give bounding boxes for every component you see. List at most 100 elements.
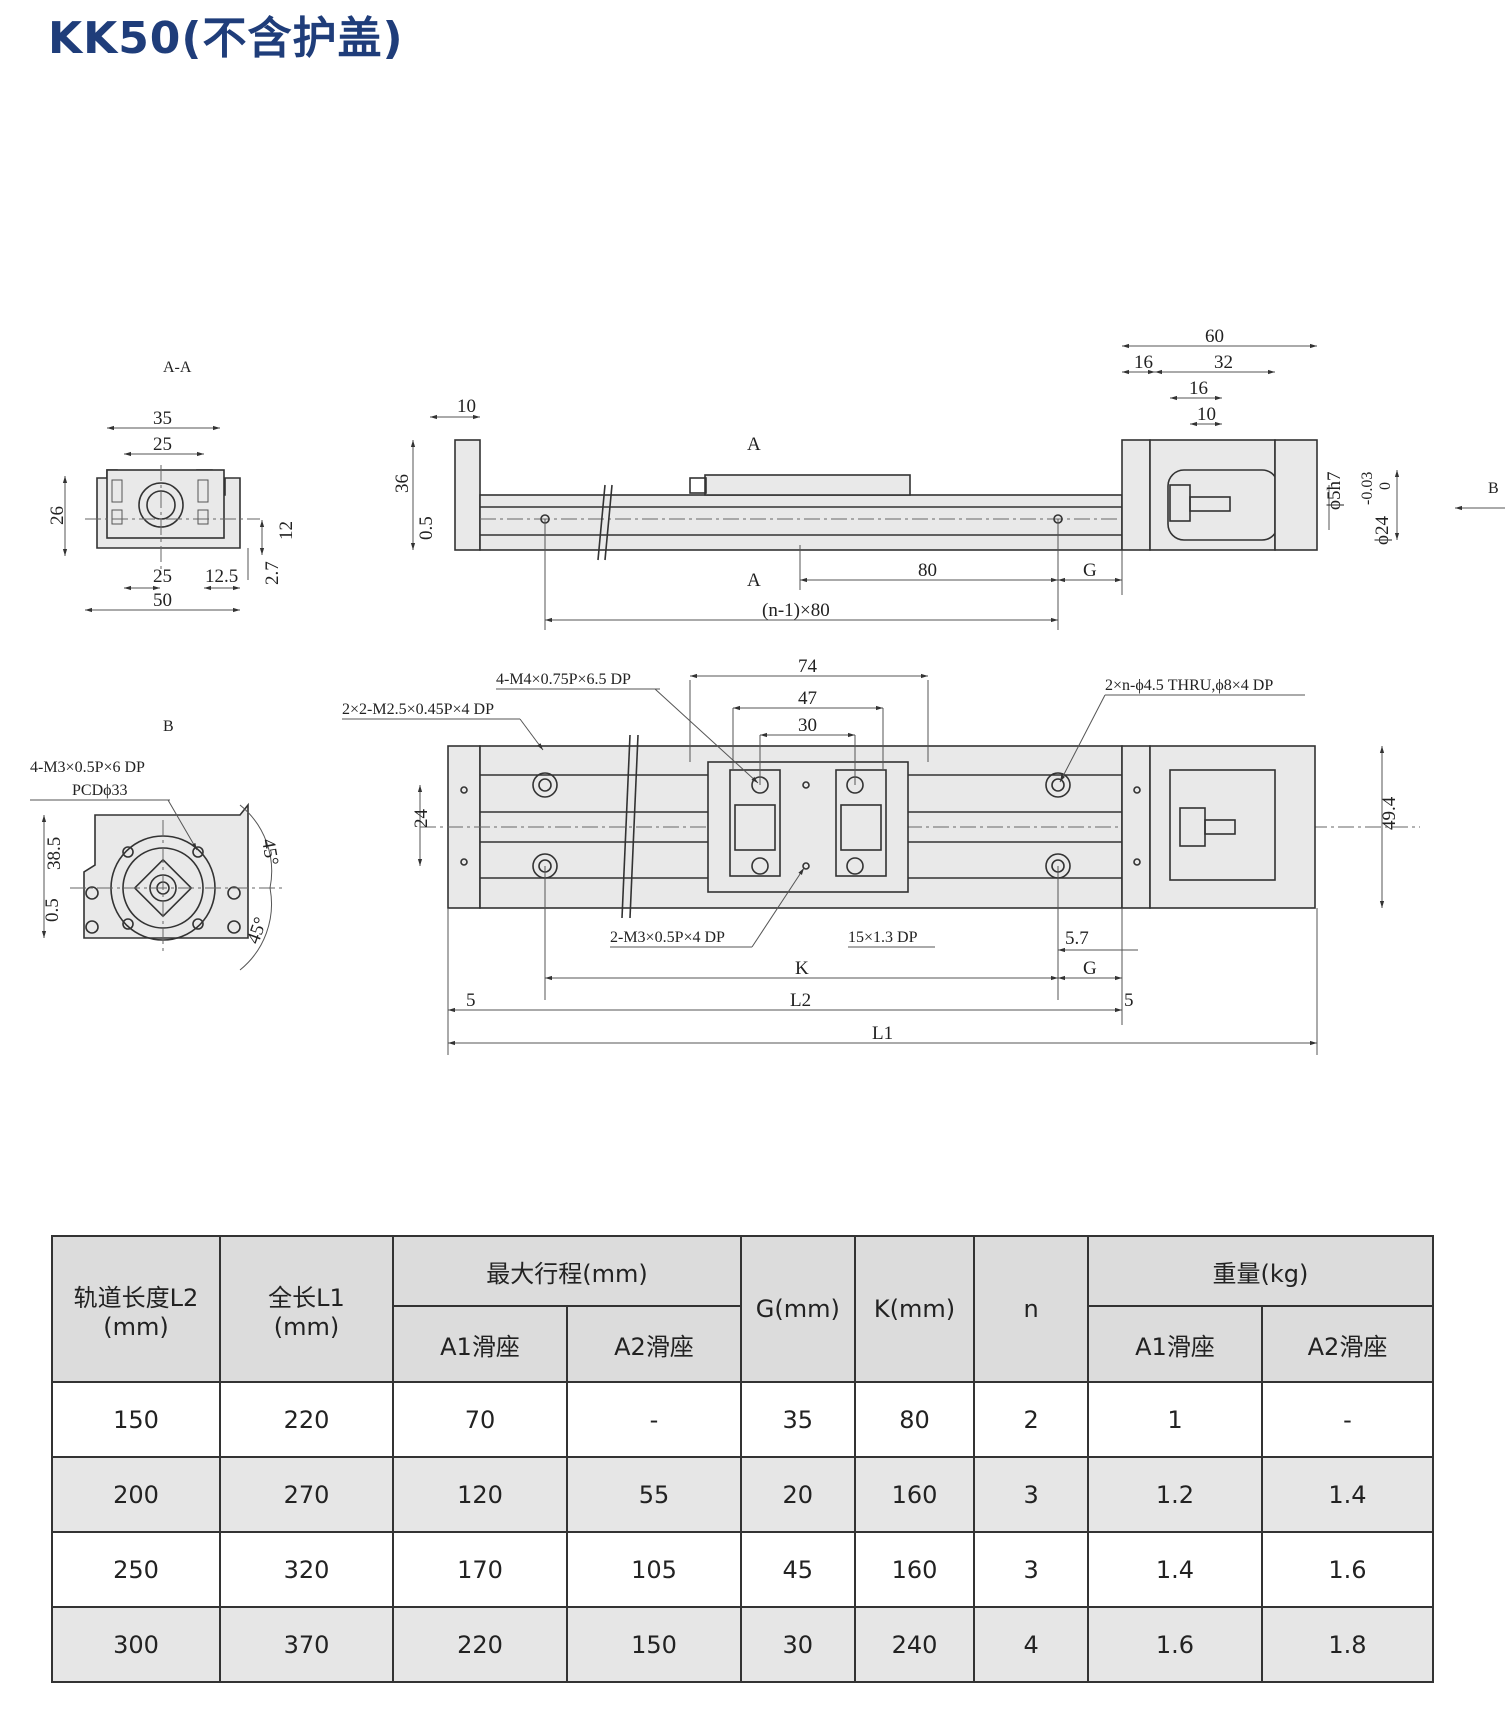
table-row: 200 270 120 55 20 160 3 1.2 1.4 [51, 1456, 1435, 1533]
table-cell: 1.2 [1086, 1456, 1263, 1533]
header-max-stroke: 最大行程(mm) [391, 1235, 742, 1307]
dim-k: K [795, 958, 809, 979]
table-cell: 2 [973, 1381, 1089, 1458]
table-cell: 220 [391, 1606, 568, 1683]
dim-12-5: 12.5 [205, 566, 238, 587]
table-cell: 80 [853, 1381, 976, 1458]
dim-25-bot: 25 [153, 566, 172, 587]
dim-5h7: ϕ5h7 [1324, 471, 1345, 510]
dim-12: 12 [276, 521, 297, 540]
table-cell: 3 [973, 1531, 1089, 1608]
header-k: K(mm) [853, 1235, 976, 1383]
table-cell: 4 [973, 1606, 1089, 1683]
dim-2-7: 2.7 [262, 561, 283, 585]
page-title: KK50(不含护盖) [48, 13, 404, 64]
table-cell: 1 [1086, 1381, 1263, 1458]
table-cell: 30 [739, 1606, 856, 1683]
dim-g-top: G [1083, 958, 1097, 979]
dim-g-side: G [1083, 560, 1097, 581]
header-rail-length: 轨道长度L2 (mm) [51, 1235, 221, 1383]
header-weight-a1: A1滑座 [1086, 1305, 1263, 1383]
note-15x1-3: 15×1.3 DP [848, 929, 918, 946]
section-aa-label: A-A [163, 359, 192, 376]
table-cell: - [565, 1381, 742, 1458]
table-cell: - [1260, 1381, 1435, 1458]
note-m4: 4-M4×0.75P×6.5 DP [496, 671, 631, 688]
dim-l2: L2 [790, 990, 811, 1011]
table-cell: 45 [739, 1531, 856, 1608]
table-cell: 250 [51, 1531, 221, 1608]
dim-16b: 16 [1189, 378, 1208, 399]
section-aa-view: A-A 35 25 26 12 25 12.5 2.7 50 [47, 359, 297, 613]
dim-24-top: 24 [411, 809, 432, 829]
note-b-pcd: PCDϕ33 [72, 782, 128, 799]
table-cell: 1.8 [1260, 1606, 1435, 1683]
header-g: G(mm) [739, 1235, 856, 1383]
tol-bot: 0 [1377, 482, 1394, 490]
dim-5b: 5 [1124, 990, 1134, 1011]
dim-5-7: 5.7 [1065, 928, 1089, 949]
table-row: 250 320 170 105 45 160 3 1.4 1.6 [51, 1531, 1435, 1608]
table-row: 150 220 70 - 35 80 2 1 - [51, 1381, 1435, 1458]
dim-30: 30 [798, 715, 817, 736]
table-cell: 70 [391, 1381, 568, 1458]
dim-24: ϕ24 [1372, 515, 1393, 545]
dim-35: 35 [153, 408, 172, 429]
table-cell: 105 [565, 1531, 742, 1608]
dim-45a: 45° [257, 837, 282, 867]
arrow-b-label: B [1488, 480, 1499, 497]
dim-10b: 10 [1197, 404, 1216, 425]
table-cell: 150 [565, 1606, 742, 1683]
dim-49-4: 49.4 [1379, 796, 1400, 830]
table-cell: 240 [853, 1606, 976, 1683]
dim-0-5: 0.5 [416, 516, 437, 540]
note-b-m3: 4-M3×0.5P×6 DP [30, 759, 145, 776]
dim-74: 74 [798, 656, 818, 677]
dim-60: 60 [1205, 326, 1224, 347]
table-cell: 20 [739, 1456, 856, 1533]
dim-36: 36 [392, 474, 413, 493]
table-cell: 1.4 [1086, 1531, 1263, 1608]
dim-n-minus-1: (n-1)×80 [762, 600, 830, 621]
table-cell: 150 [51, 1381, 221, 1458]
dim-38-5: 38.5 [44, 837, 65, 870]
table-cell: 160 [853, 1531, 976, 1608]
table-row: 300 370 220 150 30 240 4 1.6 1.8 [51, 1606, 1435, 1683]
table-cell: 170 [391, 1531, 568, 1608]
side-view: 10 36 0.5 60 16 32 16 10 ϕ5h7 ϕ24 -0.03 … [392, 326, 1505, 630]
dim-l1: L1 [872, 1023, 893, 1044]
table-cell: 1.6 [1086, 1606, 1263, 1683]
header-stroke-a1: A1滑座 [391, 1305, 568, 1383]
dim-47: 47 [798, 688, 817, 709]
technical-drawing: A-A 35 25 26 12 25 12.5 2.7 5 0 [30, 326, 1505, 1055]
table-cell: 1.6 [1260, 1531, 1435, 1608]
dim-b-0-5: 0.5 [42, 898, 63, 922]
table-cell: 370 [218, 1606, 394, 1683]
note-m3: 2-M3×0.5P×4 DP [610, 929, 725, 946]
section-a-mark-bot: A [747, 570, 761, 591]
dim-26: 26 [47, 506, 68, 525]
top-view: 74 47 30 4-M4×0.75P×6.5 DP 2×2-M2.5×0.45… [342, 656, 1420, 1055]
table-cell: 300 [51, 1606, 221, 1683]
dim-16a: 16 [1134, 352, 1153, 373]
tol-top: -0.03 [1359, 472, 1376, 505]
header-total-length: 全长L1 (mm) [218, 1235, 394, 1383]
header-n: n [973, 1235, 1089, 1383]
table-cell: 200 [51, 1456, 221, 1533]
view-b: B 4-M3×0.5P×6 DP PCDϕ33 38.5 0.5 45° 45° [30, 718, 285, 971]
dim-10: 10 [457, 396, 476, 417]
section-b-label: B [163, 718, 174, 735]
dim-32: 32 [1214, 352, 1233, 373]
table-cell: 35 [739, 1381, 856, 1458]
note-thru: 2×n-ϕ4.5 THRU,ϕ8×4 DP [1105, 677, 1273, 694]
dim-80: 80 [918, 560, 937, 581]
dim-25-top: 25 [153, 434, 172, 455]
table-cell: 320 [218, 1531, 394, 1608]
table-cell: 270 [218, 1456, 394, 1533]
header-weight: 重量(kg) [1086, 1235, 1435, 1307]
table-cell: 3 [973, 1456, 1089, 1533]
note-m2-5: 2×2-M2.5×0.45P×4 DP [342, 701, 494, 718]
table-cell: 220 [218, 1381, 394, 1458]
section-a-mark-top: A [747, 434, 761, 455]
table-cell: 1.4 [1260, 1456, 1435, 1533]
